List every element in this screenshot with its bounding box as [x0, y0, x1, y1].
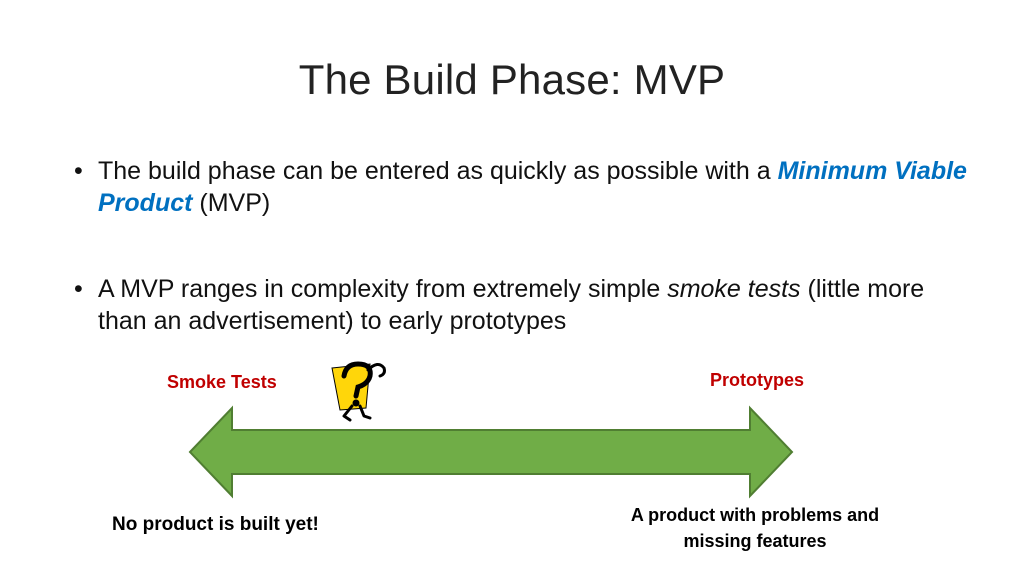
bullet-text: (little more than an advertisement) to e…	[98, 275, 925, 335]
bullet-list: • The build phase can be entered as quic…	[72, 155, 972, 337]
bullet-dot: •	[74, 275, 83, 303]
slide-title: The Build Phase: MVP	[298, 56, 726, 103]
no-product-caption: No product is built yet!	[112, 514, 319, 535]
double-arrow-spectrum	[188, 405, 794, 499]
prototypes-label: Prototypes	[710, 370, 805, 390]
bullet-text: (MVP)	[192, 189, 271, 217]
bullet-item-complexity: • A MVP ranges in complexity from extrem…	[72, 273, 972, 337]
question-mark-figure-icon	[331, 361, 386, 422]
bullet-text: A MVP ranges in complexity from extremel…	[98, 275, 668, 303]
product-problems-caption: A product with problems and missing feat…	[630, 505, 880, 551]
bullet-dot: •	[74, 157, 83, 185]
mvp-emphasis: Minimum Viable Product	[98, 157, 967, 217]
smoke-tests-emphasis: smoke tests	[667, 275, 801, 303]
smoke-tests-label: Smoke Tests	[167, 372, 277, 392]
bullet-text: The build phase can be entered as quickl…	[98, 157, 778, 185]
bullet-item-mvp: • The build phase can be entered as quic…	[72, 155, 972, 219]
